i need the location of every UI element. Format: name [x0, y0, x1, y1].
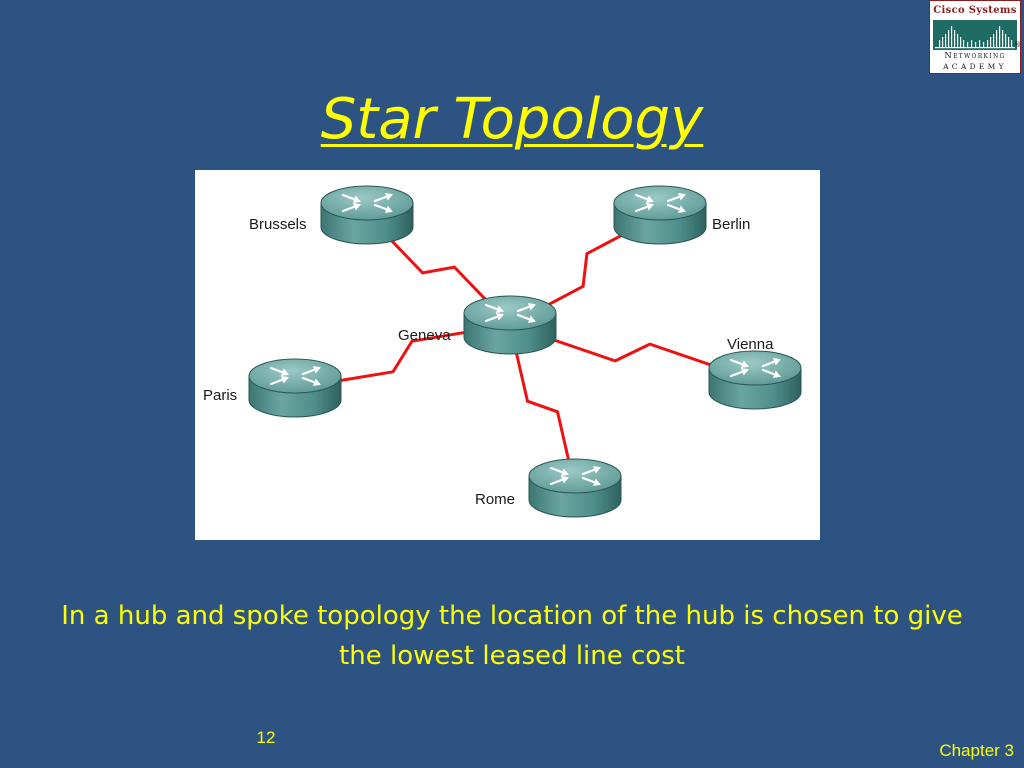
router-top: [463, 295, 557, 331]
router-label-brussels: Brussels: [249, 216, 307, 233]
router-arrows-icon: [549, 466, 601, 486]
cisco-networking-academy-logo: Cisco Systems: [929, 0, 1021, 74]
router-arrows-icon: [341, 193, 393, 213]
chapter-label: Chapter 3: [939, 741, 1014, 760]
router-vienna: Vienna: [708, 336, 802, 410]
slide-title: Star Topology: [320, 87, 704, 152]
router-top: [528, 458, 622, 494]
serial-link-geneva-rome: [508, 324, 577, 489]
router-arrows-icon: [729, 358, 781, 378]
router-label-berlin: Berlin: [712, 216, 750, 233]
router-label-rome: Rome: [475, 491, 515, 508]
router-geneva: Geneva: [398, 295, 557, 355]
slide-caption: In a hub and spoke topology the location…: [61, 601, 963, 671]
serial-link-geneva-paris: [294, 323, 511, 390]
cisco-bridge-icon: [935, 26, 1015, 49]
router-top: [320, 185, 414, 221]
router-top: [248, 358, 342, 394]
router-label-vienna: Vienna: [727, 336, 774, 353]
router-arrows-icon: [484, 303, 536, 323]
logo-bridge-graphic: [933, 20, 1017, 50]
router-paris: Paris: [203, 358, 342, 418]
logo-networking-text: Networking: [944, 51, 1006, 61]
serial-link-geneva-vienna: [509, 323, 756, 382]
router-arrows-icon: [634, 193, 686, 213]
logo-cisco-systems-text: Cisco Systems: [933, 5, 1017, 16]
router-label-geneva: Geneva: [398, 327, 451, 344]
serial-link-geneva-brussels: [365, 213, 512, 327]
router-top: [708, 350, 802, 386]
page-number: 12: [256, 728, 276, 747]
router-brussels: Brussels: [249, 185, 414, 245]
logo-academy-text: Academy: [943, 62, 1007, 71]
router-berlin: Berlin: [613, 185, 750, 245]
router-top: [613, 185, 707, 221]
router-label-paris: Paris: [203, 387, 237, 404]
router-arrows-icon: [269, 366, 321, 386]
router-rome: Rome: [475, 458, 622, 518]
registered-mark: ®: [1014, 41, 1021, 49]
